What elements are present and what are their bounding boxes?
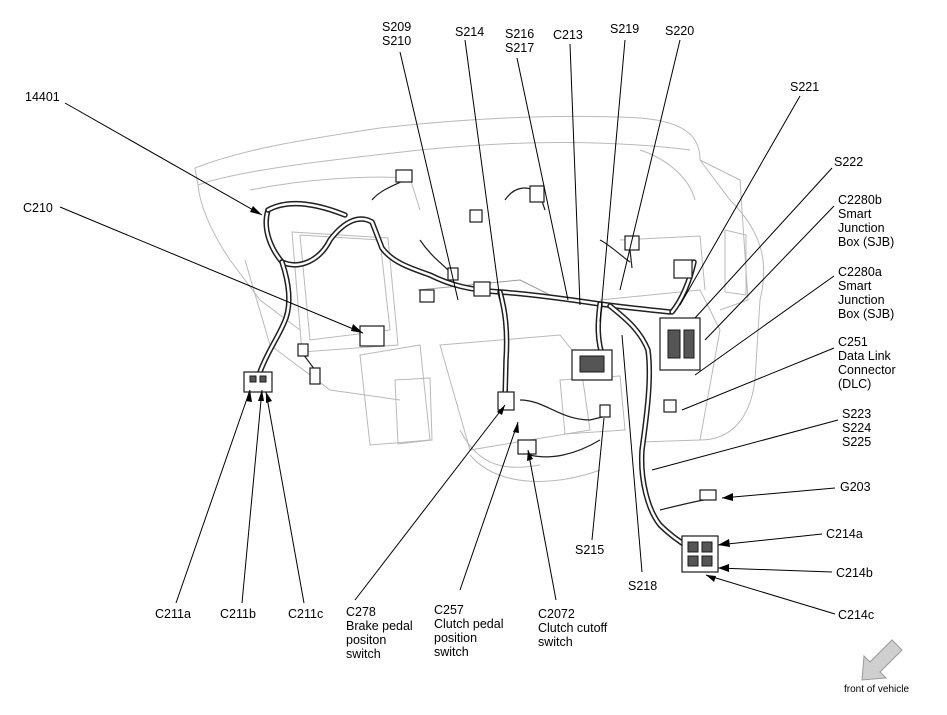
- label-s209-s210: S209 S210: [382, 20, 411, 48]
- label-line: Data Link: [838, 349, 891, 363]
- label-line: Connector: [838, 363, 896, 377]
- label-line: position: [434, 631, 478, 645]
- leader-lines: [59, 39, 839, 615]
- label-c278: C278 Brake pedal positon switch: [346, 605, 413, 661]
- label-line: Smart: [838, 279, 872, 293]
- label-line: S225: [842, 435, 872, 449]
- label-line: Clutch pedal: [434, 617, 504, 631]
- label-c2280b: C2280b Smart Junction Box (SJB): [838, 193, 894, 249]
- label-c2072: C2072 Clutch cutoff switch: [538, 607, 607, 649]
- label-s218: S218: [628, 579, 658, 593]
- label-line: switch: [434, 645, 469, 659]
- label-g203: G203: [840, 480, 871, 494]
- label-s220: S220: [665, 24, 695, 38]
- label-c211a: C211a: [155, 607, 191, 621]
- label-line: S216: [505, 27, 535, 41]
- label-c214b: C214b: [836, 566, 873, 580]
- label-line: Box (SJB): [838, 235, 895, 249]
- label-14401: 14401: [25, 90, 60, 104]
- connectors: [243, 169, 719, 573]
- label-s223-s224-s225: S223 S224 S225: [842, 407, 871, 449]
- label-line: C257: [434, 603, 464, 617]
- instrument-panel-outline: [194, 115, 765, 482]
- label-line: S209: [382, 20, 412, 34]
- label-line: Clutch cutoff: [538, 621, 608, 635]
- label-line: C251: [838, 335, 868, 349]
- label-line: C2072: [538, 607, 575, 621]
- label-s214: S214: [455, 25, 485, 39]
- label-line: switch: [346, 647, 381, 661]
- label-c2280a: C2280a Smart Junction Box (SJB): [838, 265, 894, 321]
- label-c211c: C211c: [288, 607, 324, 621]
- label-s221: S221: [790, 80, 820, 94]
- label-c211b: C211b: [220, 607, 256, 621]
- label-line: C2280a: [838, 265, 882, 279]
- label-c214a: C214a: [826, 527, 863, 541]
- label-s215: S215: [575, 543, 605, 557]
- label-c213: C213: [553, 28, 583, 42]
- label-line: S210: [382, 34, 412, 48]
- label-c210: C210: [23, 201, 53, 215]
- label-line: Brake pedal: [346, 619, 413, 633]
- label-front-of-vehicle: front of vehicle: [844, 684, 910, 695]
- label-line: Smart: [838, 207, 872, 221]
- label-line: switch: [538, 635, 573, 649]
- label-c214c: C214c: [838, 608, 875, 622]
- label-line: S223: [842, 407, 872, 421]
- label-line: Junction: [838, 221, 885, 235]
- label-s222: S222: [834, 155, 864, 169]
- label-line: Box (SJB): [838, 307, 895, 321]
- label-c257: C257 Clutch pedal position switch: [434, 603, 504, 659]
- label-s219: S219: [610, 22, 640, 36]
- label-line: C2280b: [838, 193, 882, 207]
- front-of-vehicle-arrow-icon: [861, 639, 903, 681]
- label-line: positon: [346, 633, 387, 647]
- label-s216-s217: S216 S217: [505, 27, 534, 55]
- label-line: S217: [505, 41, 535, 55]
- label-line: (DLC): [838, 377, 872, 391]
- label-line: Junction: [838, 293, 885, 307]
- label-line: C278: [346, 605, 376, 619]
- label-line: S224: [842, 421, 872, 435]
- wire-harness: [257, 179, 716, 551]
- label-c251: C251 Data Link Connector (DLC): [838, 335, 896, 391]
- leader-arrowheads: [246, 206, 733, 582]
